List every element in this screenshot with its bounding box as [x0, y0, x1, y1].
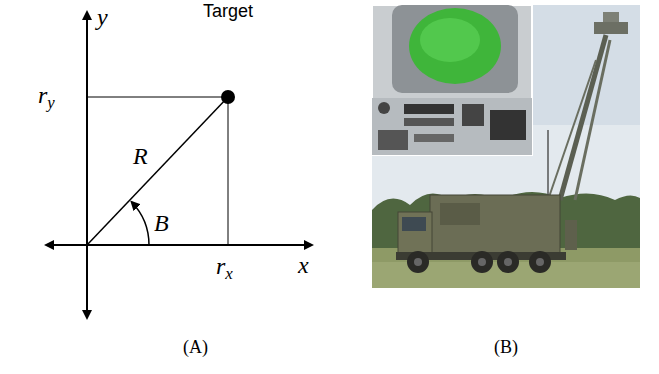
- coordinate-label: rx: [216, 253, 233, 284]
- axes: [46, 12, 312, 318]
- range-line: [87, 97, 228, 245]
- target-dot: [221, 90, 235, 104]
- radar-truck-photo: [372, 5, 640, 288]
- bearing-label: B: [154, 210, 169, 236]
- coordinate-label: ry: [38, 82, 55, 113]
- panel-label: (A): [183, 338, 208, 358]
- projection-lines: [87, 97, 228, 245]
- axis-label: x: [298, 252, 309, 278]
- panel-label: (B): [494, 338, 518, 358]
- axis-label: y: [97, 4, 108, 30]
- bearing-arc: [132, 202, 149, 245]
- target-label: Target: [203, 2, 253, 22]
- range-label: R: [133, 143, 148, 169]
